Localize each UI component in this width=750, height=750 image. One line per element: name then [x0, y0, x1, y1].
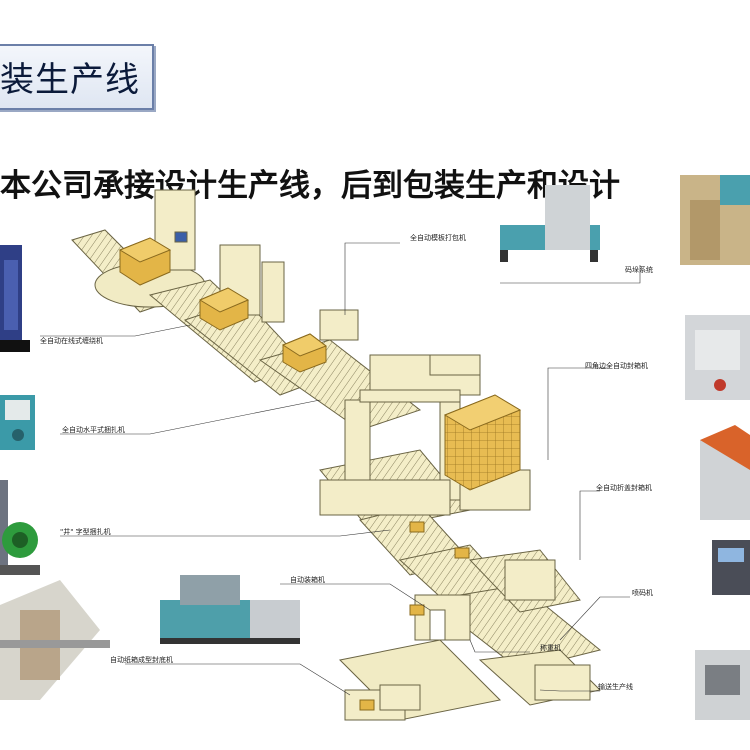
headline: 本公司承接设计生产线，后到包装生产和设计: [0, 168, 620, 204]
label-conveyor-line: 输送生产线: [598, 682, 633, 691]
boxes: [118, 237, 522, 711]
shrink-machine-image: [695, 650, 750, 720]
folding-sealer-image: [700, 425, 750, 520]
leader-lines: [40, 242, 641, 696]
label-horizontal-strapping: 全自动水平式捆扎机: [62, 425, 125, 434]
label-cross-strapping: "井" 字型捆扎机: [60, 527, 111, 536]
palletizer-image: [680, 175, 750, 265]
label-weighing: 称重机: [540, 643, 561, 652]
carton-sealer-image: [160, 575, 300, 644]
horizontal-strapping-image: [0, 395, 35, 450]
label-full-auto-strapping: 全自动模板打包机: [410, 233, 466, 242]
label-inline-wrapping: 全自动在线式缠绕机: [40, 336, 103, 345]
palletizer-frame: [319, 354, 531, 516]
label-folding-sealing: 全自动折盖封箱机: [596, 483, 652, 492]
label-inkjet: 喷码机: [632, 588, 653, 597]
cross-strapping-image: [0, 480, 40, 575]
sealing-machines: [344, 559, 591, 721]
inkjet-printer-image: [712, 540, 750, 595]
page-title: 装生产线: [0, 60, 140, 100]
wrapping-machine-image: [0, 245, 30, 352]
label-four-corner-sealing: 四角边全自动封箱机: [585, 361, 648, 370]
carton-forming-image: [0, 580, 110, 700]
four-corner-sealer-image: [685, 315, 750, 400]
label-carton-forming: 自动纸箱成型封底机: [110, 655, 173, 664]
label-palletizing: 码垛系统: [625, 265, 653, 274]
label-carton-packing: 自动装箱机: [290, 575, 325, 584]
title-box: [0, 44, 154, 110]
strapping-machine-image: [500, 185, 600, 262]
